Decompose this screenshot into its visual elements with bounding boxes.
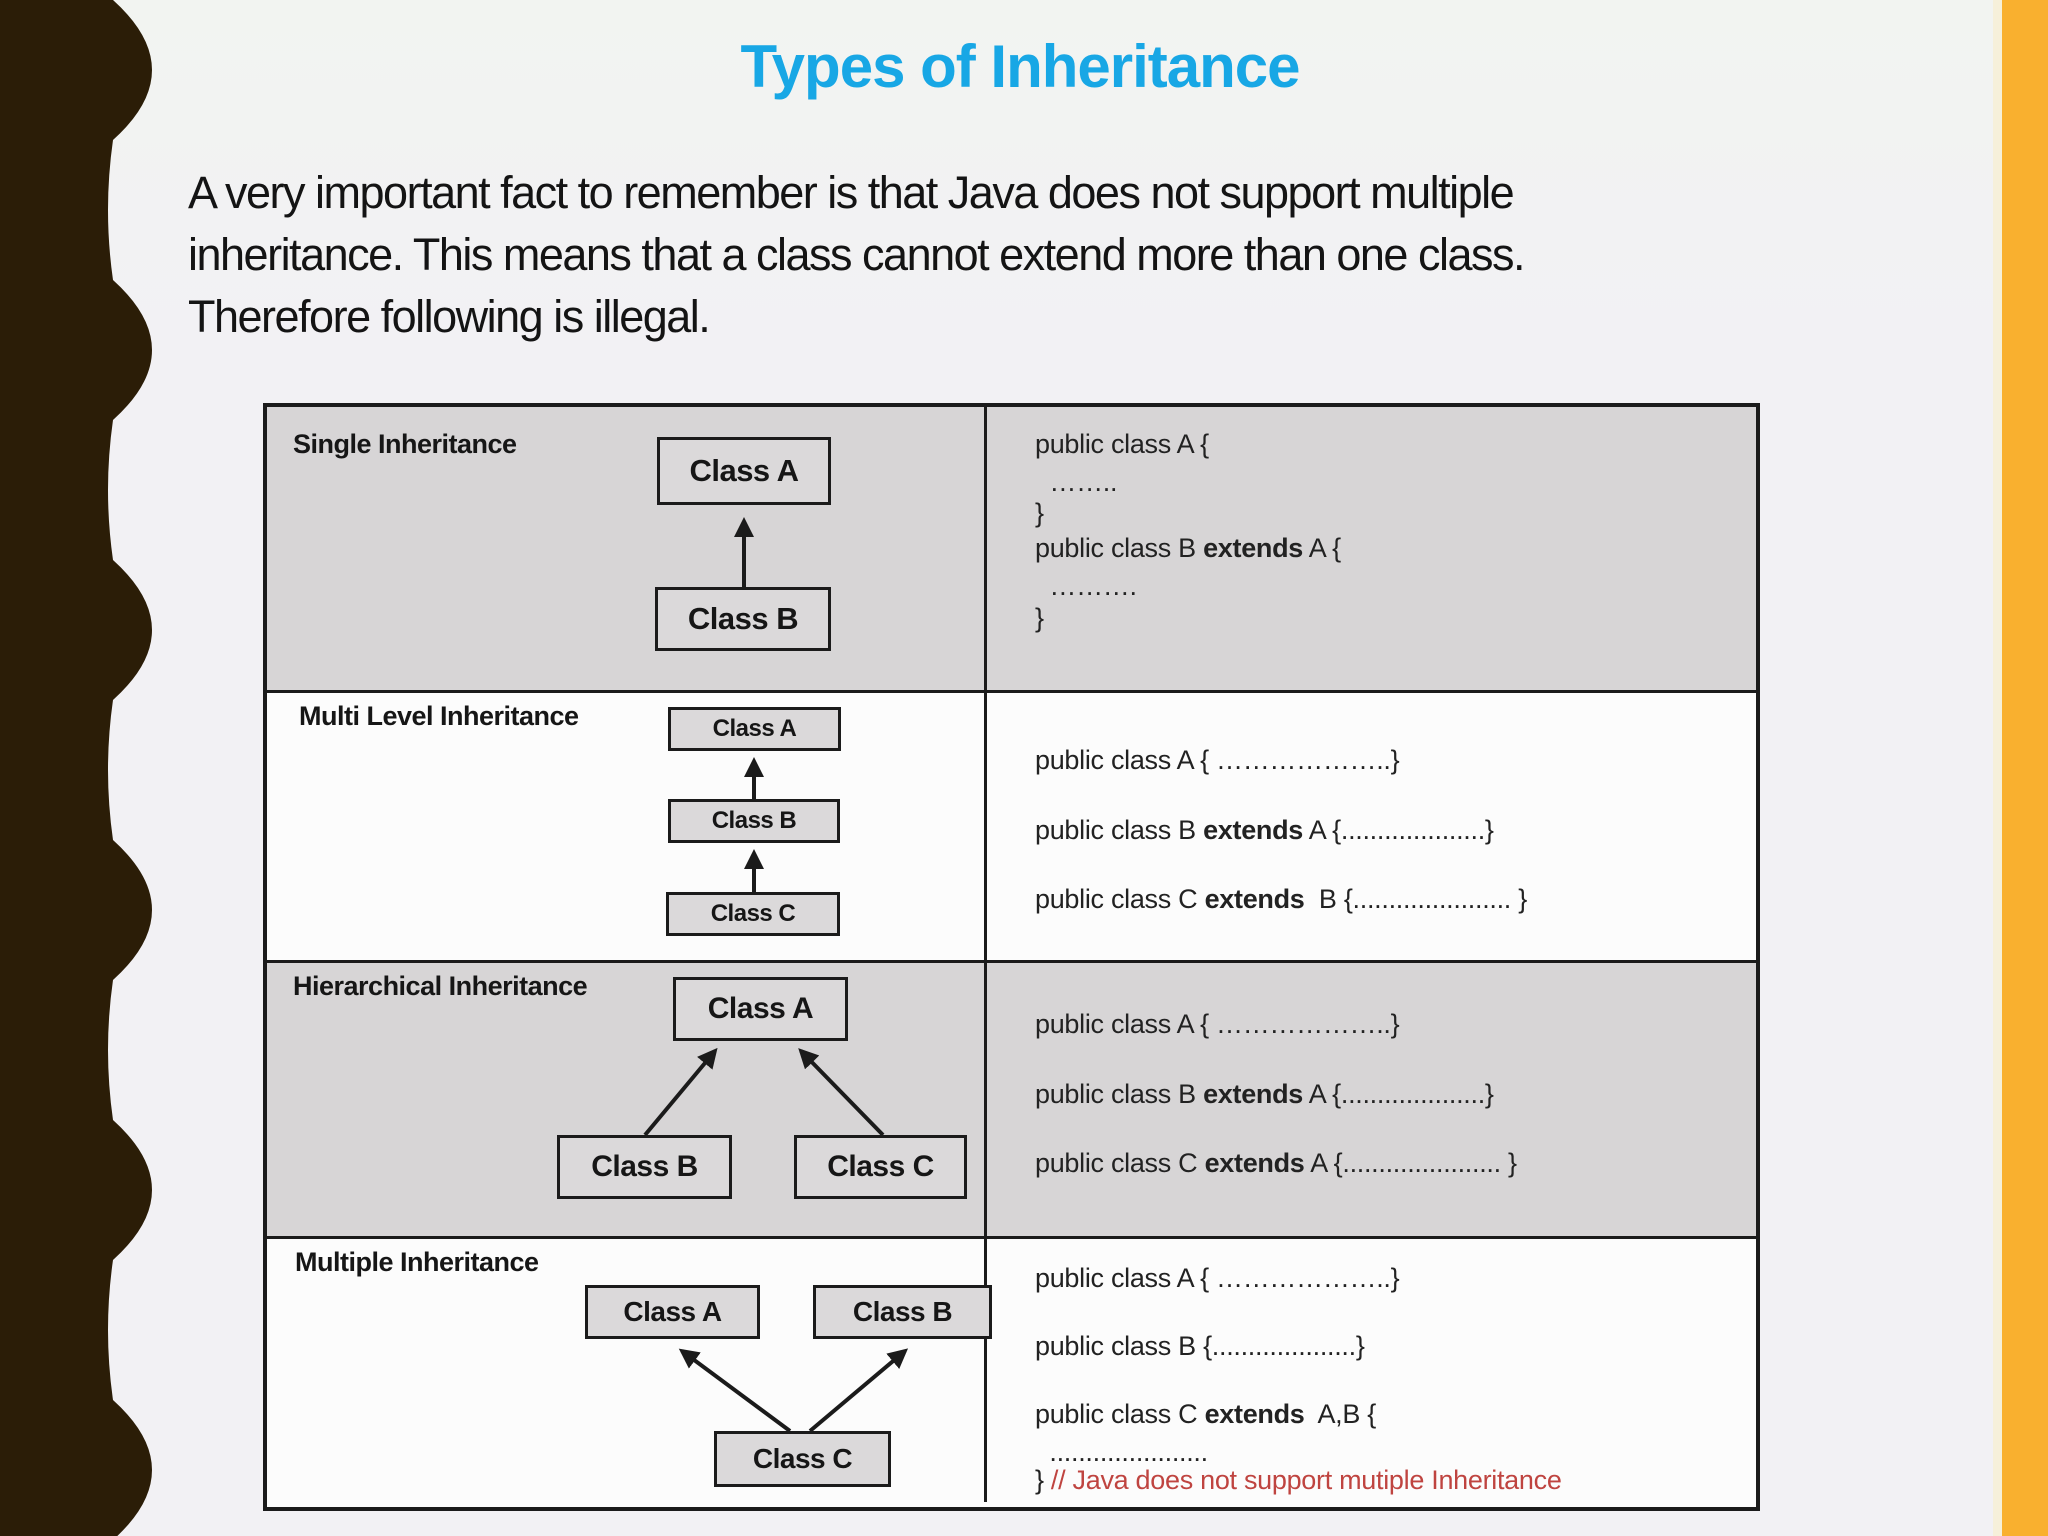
class-node-label: Class B (591, 1150, 698, 1183)
table-row-single-inheritance: Single Inheritance Class A Class B publi… (267, 407, 1756, 690)
intro-line: Therefore following is illegal. (188, 291, 711, 342)
left-wavy-border (0, 0, 152, 1536)
class-node: Class A (668, 707, 841, 751)
class-node-label: Class C (710, 900, 796, 927)
code-line: ...................... (1035, 1437, 1208, 1467)
inheritance-table: Single Inheritance Class A Class B publi… (263, 403, 1760, 1511)
code-line: public class A { (1035, 429, 1209, 459)
code-line: public class A { ………………..} (1035, 745, 1400, 775)
diagram-cell: Multi Level Inheritance Class A Class B … (267, 693, 987, 960)
inheritance-arrow (734, 517, 754, 587)
intro-line: A very important fact to remember is tha… (188, 167, 1515, 218)
class-node-label: Class C (752, 1443, 853, 1474)
class-node-label: Class B (687, 601, 799, 636)
class-node-label: Class C (827, 1150, 934, 1183)
table-row-multiple-inheritance: Multiple Inheritance Class A Class B Cla… (267, 1236, 1756, 1502)
class-node-label: Class A (712, 715, 797, 742)
code-line: ………. (1035, 571, 1137, 601)
code-line: } // Java does not support mutiple Inher… (1035, 1465, 1562, 1495)
code-cell: public class A { ………………..} public class … (987, 1239, 1756, 1502)
diagram-cell: Single Inheritance Class A Class B (267, 407, 987, 690)
inheritance-arrow (744, 757, 764, 892)
row-label: Multi Level Inheritance (299, 701, 579, 731)
row-label: Single Inheritance (293, 429, 517, 459)
code-line: } (1035, 603, 1044, 633)
page-title: Types of Inheritance (740, 33, 1300, 100)
class-node-label: Class B (711, 807, 797, 834)
class-node: Class B (655, 587, 831, 651)
right-cream-strip (1993, 0, 2002, 1536)
code-line: } (1035, 498, 1044, 528)
inheritance-arrow (678, 1348, 909, 1433)
code-line: public class B {....................} (1035, 1331, 1365, 1361)
code-cell: public class A { ………………..} public class … (987, 963, 1756, 1236)
class-node-label: Class A (707, 992, 814, 1025)
class-node: Class C (666, 892, 840, 936)
right-orange-strip (2002, 0, 2048, 1536)
code-cell: public class A { …….. } public class B e… (987, 407, 1756, 690)
row-label: Hierarchical Inheritance (293, 971, 588, 1001)
class-node: Class B (668, 799, 840, 843)
class-node: Class B (557, 1135, 732, 1199)
class-node: Class A (673, 977, 848, 1041)
inheritance-arrow (643, 1047, 885, 1137)
diagram-cell: Hierarchical Inheritance Class A Class B… (267, 963, 987, 1236)
code-line: public class C extends A,B { (1035, 1399, 1376, 1429)
intro-paragraph: A very important fact to remember is tha… (188, 162, 1828, 348)
class-node-label: Class A (689, 453, 799, 488)
code-line: public class B extends A {..............… (1035, 1079, 1494, 1109)
class-node: Class C (714, 1431, 891, 1487)
table-row-multi-level-inheritance: Multi Level Inheritance Class A Class B … (267, 690, 1756, 960)
table-row-hierarchical-inheritance: Hierarchical Inheritance Class A Class B… (267, 960, 1756, 1236)
row-label: Multiple Inheritance (295, 1247, 539, 1277)
code-line: public class C extends A {..............… (1035, 1148, 1517, 1178)
class-node: Class C (794, 1135, 967, 1199)
code-line: public class C extends B {..............… (1035, 884, 1527, 914)
class-node: Class A (657, 437, 831, 505)
code-line: public class A { ………………..} (1035, 1009, 1400, 1039)
code-line: public class B extends A {..............… (1035, 815, 1494, 845)
code-line: public class B extends A { (1035, 533, 1341, 563)
intro-line: inheritance. This means that a class can… (188, 229, 1525, 280)
class-node: Class A (585, 1285, 760, 1339)
code-cell: public class A { ………………..} public class … (987, 693, 1756, 960)
diagram-cell: Multiple Inheritance Class A Class B Cla… (267, 1239, 992, 1502)
code-line: public class A { ………………..} (1035, 1263, 1400, 1293)
class-node-label: Class A (623, 1296, 722, 1327)
class-node-label: Class B (852, 1296, 953, 1327)
code-line: …….. (1035, 467, 1118, 497)
class-node: Class B (813, 1285, 992, 1339)
